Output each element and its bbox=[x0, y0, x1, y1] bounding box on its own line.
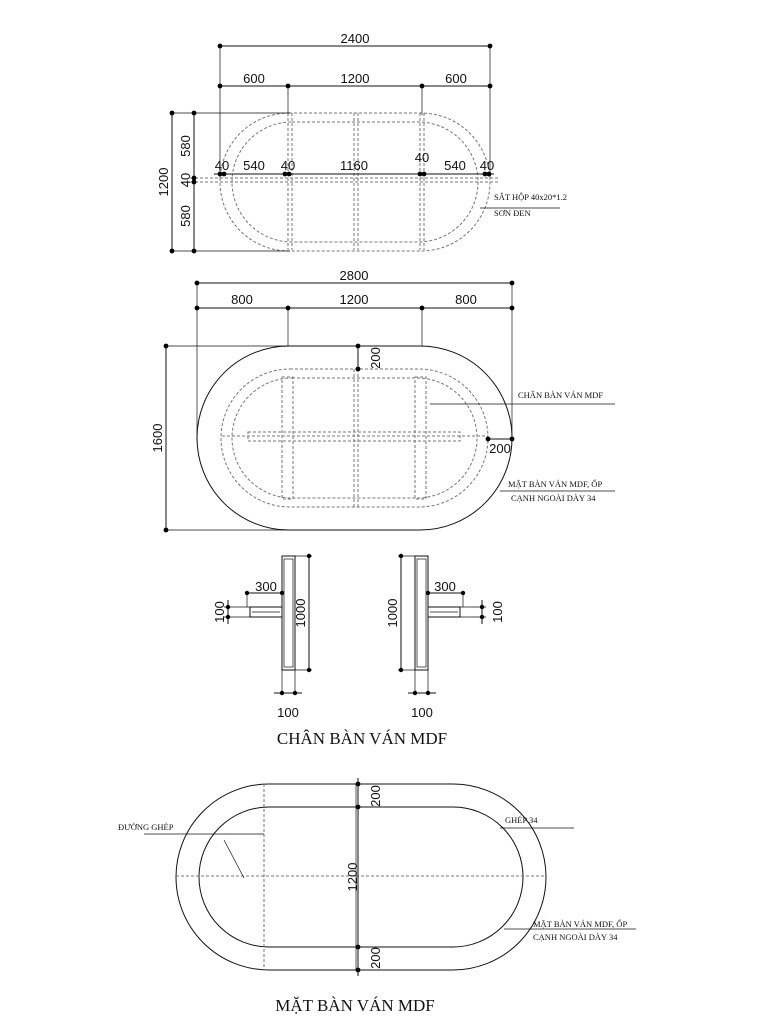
dimension-vertical-1200: 1200 bbox=[156, 110, 290, 254]
dim-label: 580 bbox=[178, 205, 193, 227]
dimension-2400: 2400 bbox=[217, 31, 493, 49]
note-text: CHÂN BÀN VÁN MDF bbox=[518, 390, 603, 400]
dim-label: 1160 bbox=[340, 158, 368, 173]
dim-label: 1600 bbox=[150, 424, 165, 453]
dim-label: 800 bbox=[231, 292, 253, 307]
dim-label: 200 bbox=[489, 441, 511, 456]
dim-label: 100 bbox=[212, 601, 227, 623]
dim-label: 300 bbox=[434, 579, 456, 594]
note-text: MẶT BÀN VÁN MDF, ỐP bbox=[533, 919, 627, 929]
note-joint-line: ĐƯỜNG GHÉP bbox=[118, 822, 264, 879]
note-text: CẠNH NGOÀI DÀY 34 bbox=[533, 932, 618, 942]
dim-label: 300 bbox=[255, 579, 277, 594]
dim-label: 1200 bbox=[341, 71, 370, 86]
leg-detail-right: 300 100 1000 100 bbox=[385, 553, 505, 720]
note-text: SƠN ĐEN bbox=[494, 208, 531, 218]
note-text: CẠNH NGOÀI DÀY 34 bbox=[511, 493, 596, 503]
dim-label: 2800 bbox=[340, 268, 369, 283]
dim-label: 600 bbox=[243, 71, 265, 86]
dimension-200-top: 200 bbox=[355, 343, 383, 372]
note-leg-mdf: CHÂN BÀN VÁN MDF bbox=[430, 390, 615, 405]
dim-label: 540 bbox=[444, 158, 466, 173]
note-text: ĐƯỜNG GHÉP bbox=[118, 822, 174, 832]
section-title-top: MẶT BÀN VÁN MDF bbox=[275, 996, 434, 1015]
dim-label: 100 bbox=[490, 601, 505, 623]
dim-label: 800 bbox=[455, 292, 477, 307]
note-top-mdf: MẶT BÀN VÁN MDF, ỐP CẠNH NGOÀI DÀY 34 bbox=[500, 479, 615, 503]
dim-label: 1200 bbox=[156, 168, 171, 197]
dim-label: 40 bbox=[415, 150, 429, 165]
dim-label: 580 bbox=[178, 135, 193, 157]
dim-label: 1200 bbox=[345, 863, 360, 892]
dim-label: 2400 bbox=[341, 31, 370, 46]
dim-label: 100 bbox=[277, 705, 299, 720]
dimension-chain-frame: 40 540 40 1160 40 540 40 bbox=[214, 150, 494, 177]
dim-label: 40 bbox=[480, 158, 494, 173]
dim-label: 40 bbox=[281, 158, 295, 173]
dimension-2800: 2800 bbox=[194, 268, 515, 286]
note-joint-34: GHÉP 34 bbox=[500, 815, 574, 829]
dim-label: 200 bbox=[368, 785, 383, 807]
note-steel-box: SẮT HỘP 40x20*1.2 SƠN ĐEN bbox=[480, 192, 567, 218]
dim-label: 40 bbox=[178, 173, 193, 187]
section-title-leg: CHÂN BÀN VÁN MDF bbox=[277, 729, 447, 748]
dimension-vertical-1600: 1600 bbox=[150, 343, 290, 533]
plan-table-2800: 2800 800 1200 800 1600 bbox=[150, 268, 615, 533]
plan-frame-2400: 2400 600 1200 600 40 540 bbox=[156, 31, 567, 254]
dimension-vertical-580-40-580: 580 40 580 bbox=[178, 110, 197, 254]
dimension-chain-800-1200-800: 800 1200 800 bbox=[194, 292, 515, 311]
dim-label: 100 bbox=[411, 705, 433, 720]
note-text: MẶT BÀN VÁN MDF, ỐP bbox=[508, 479, 602, 489]
dim-label: 40 bbox=[215, 158, 229, 173]
dimension-chain-600-1200-600: 600 1200 600 bbox=[217, 71, 493, 89]
dim-label: 1200 bbox=[340, 292, 369, 307]
dim-label: 200 bbox=[368, 947, 383, 969]
note-text: GHÉP 34 bbox=[505, 815, 538, 825]
table-top-plan: 200 1200 200 ĐƯỜNG GHÉP GHÉP 34 MẶT BÀN … bbox=[118, 778, 636, 976]
dim-label: 600 bbox=[445, 71, 467, 86]
dim-label: 1000 bbox=[385, 599, 400, 628]
dim-label: 200 bbox=[368, 347, 383, 369]
dim-label: 1000 bbox=[293, 599, 308, 628]
leg-detail-left: 300 100 1000 100 bbox=[212, 553, 312, 720]
dim-label: 540 bbox=[243, 158, 265, 173]
note-text: SẮT HỘP 40x20*1.2 bbox=[494, 192, 567, 202]
dimension-200-right: 200 bbox=[485, 436, 515, 456]
note-top-edge: MẶT BÀN VÁN MDF, ỐP CẠNH NGOÀI DÀY 34 bbox=[504, 919, 636, 942]
